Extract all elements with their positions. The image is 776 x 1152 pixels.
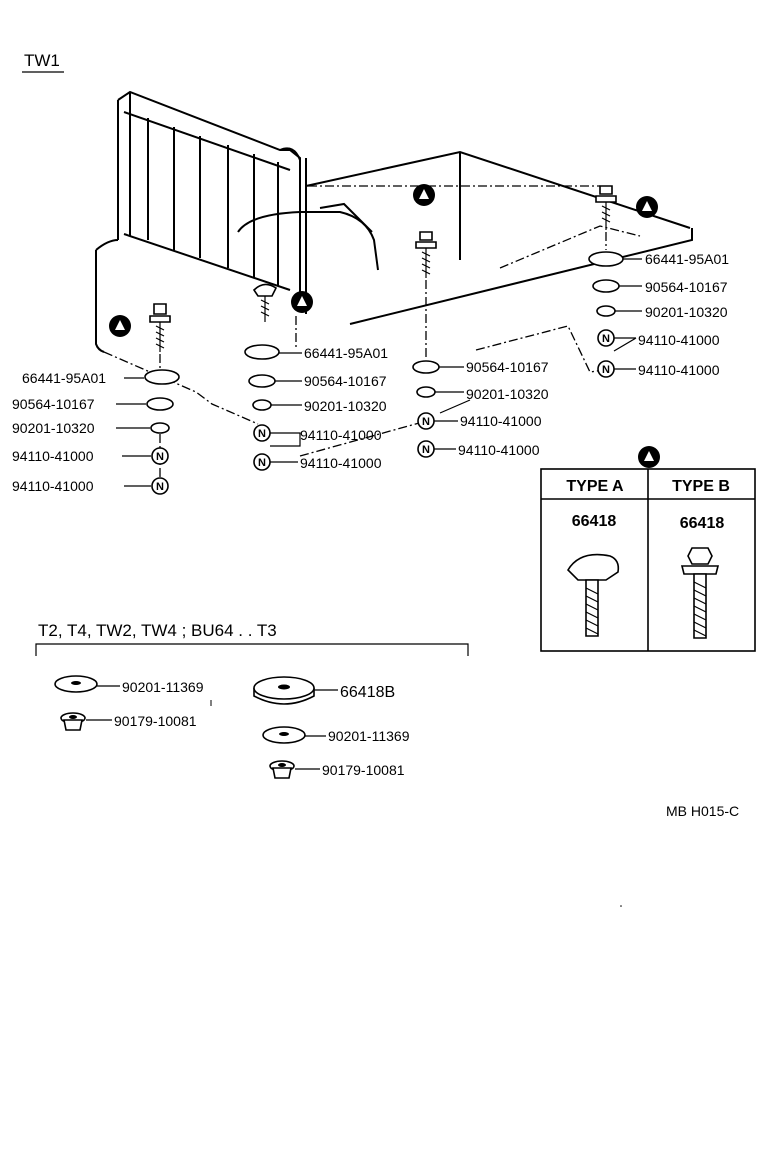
alt-part-label: 90201-11369 bbox=[328, 728, 410, 744]
alt-part-label: 66418B bbox=[340, 684, 395, 701]
type-b-part-number: 66418 bbox=[680, 515, 725, 532]
nut-icon bbox=[151, 477, 169, 495]
retainer-icon bbox=[146, 397, 174, 411]
callout-label: 90201-10320 bbox=[12, 420, 95, 436]
svg-text:N: N bbox=[258, 457, 266, 469]
svg-text:N: N bbox=[422, 444, 430, 456]
cushion-icon bbox=[588, 251, 624, 267]
section-bracket bbox=[35, 643, 469, 656]
bolt-icon bbox=[252, 283, 278, 322]
washer-icon bbox=[150, 422, 170, 434]
alt-part-label: 90179-10081 bbox=[322, 762, 405, 778]
t-bolt-icon bbox=[566, 553, 620, 637]
callout-label: 94110-41000 bbox=[638, 332, 720, 348]
callout-label: 90564-10167 bbox=[466, 359, 549, 375]
callout-label: 90564-10167 bbox=[304, 373, 387, 389]
bolt-icon bbox=[415, 231, 437, 278]
flange-nut-icon bbox=[269, 760, 295, 779]
drawing-code: MB H015-C bbox=[666, 803, 739, 819]
type-a-part-number: 66418 bbox=[572, 513, 617, 530]
washer-icon bbox=[416, 386, 436, 398]
callout-label: 90564-10167 bbox=[12, 396, 95, 412]
callout-label: 94110-41000 bbox=[300, 427, 382, 443]
section-title-alt: T2, T4, TW2, TW4 ; BU64 . . T3 bbox=[38, 621, 277, 640]
svg-text:N: N bbox=[156, 451, 164, 463]
retainer-icon bbox=[412, 360, 440, 374]
nut-icon bbox=[151, 447, 169, 465]
callout-label: 90201-10320 bbox=[304, 398, 387, 414]
washer-icon bbox=[252, 399, 272, 411]
bolt-icon bbox=[149, 303, 171, 352]
callout-label: 90564-10167 bbox=[645, 279, 728, 295]
svg-text:N: N bbox=[602, 364, 610, 376]
truck-bed-outline bbox=[95, 90, 693, 457]
alternate-section: T2, T4, TW2, TW4 ; BU64 . . T3 90201-113… bbox=[35, 621, 469, 779]
callout-label: 94110-41000 bbox=[12, 448, 94, 464]
left-mount-stack: N N 66441-95A01 90564-10167 90201-10320 … bbox=[12, 303, 180, 495]
callout-label: 66441-95A01 bbox=[22, 370, 106, 386]
callout-label: 94110-41000 bbox=[460, 413, 542, 429]
flange-bolt-icon bbox=[680, 547, 720, 639]
cushion-icon bbox=[244, 344, 280, 360]
center-left-mount-stack: N N 66441-95A01 90564-10167 90201-10320 … bbox=[244, 283, 388, 471]
alt-part-label: 90179-10081 bbox=[114, 713, 197, 729]
svg-text:N: N bbox=[422, 416, 430, 428]
callout-label: 94110-41000 bbox=[638, 362, 720, 378]
cushion-icon bbox=[253, 676, 315, 705]
right-mount-stack: N N 66441-95A01 90564-10167 90201-10320 … bbox=[588, 185, 729, 378]
svg-text:N: N bbox=[602, 333, 610, 345]
svg-text:N: N bbox=[156, 481, 164, 493]
callout-label: 94110-41000 bbox=[300, 455, 382, 471]
flange-nut-icon bbox=[60, 712, 86, 731]
cushion-icon bbox=[144, 369, 180, 385]
callout-label: 66441-95A01 bbox=[304, 345, 388, 361]
type-a-header: TYPE A bbox=[566, 478, 624, 495]
bolt-type-table: TYPE A TYPE B 66418 66418 bbox=[540, 446, 756, 652]
callout-label: 66441-95A01 bbox=[645, 251, 729, 267]
callout-label: 90201-10320 bbox=[466, 386, 549, 402]
center-right-mount-stack: N N 90564-10167 90201-10320 94110-41000 … bbox=[412, 184, 549, 458]
callout-label: 94110-41000 bbox=[12, 478, 94, 494]
type-b-header: TYPE B bbox=[672, 478, 730, 495]
callout-label: 94110-41000 bbox=[458, 442, 540, 458]
washer-icon bbox=[596, 305, 616, 317]
section-title-tw1: TW1 bbox=[24, 51, 60, 70]
retainer-icon bbox=[248, 374, 276, 388]
callout-label: 90201-10320 bbox=[645, 304, 728, 320]
retainer-icon bbox=[592, 279, 620, 293]
bolt-icon bbox=[595, 185, 617, 230]
svg-text:N: N bbox=[258, 428, 266, 440]
alt-part-label: 90201-11369 bbox=[122, 679, 204, 695]
